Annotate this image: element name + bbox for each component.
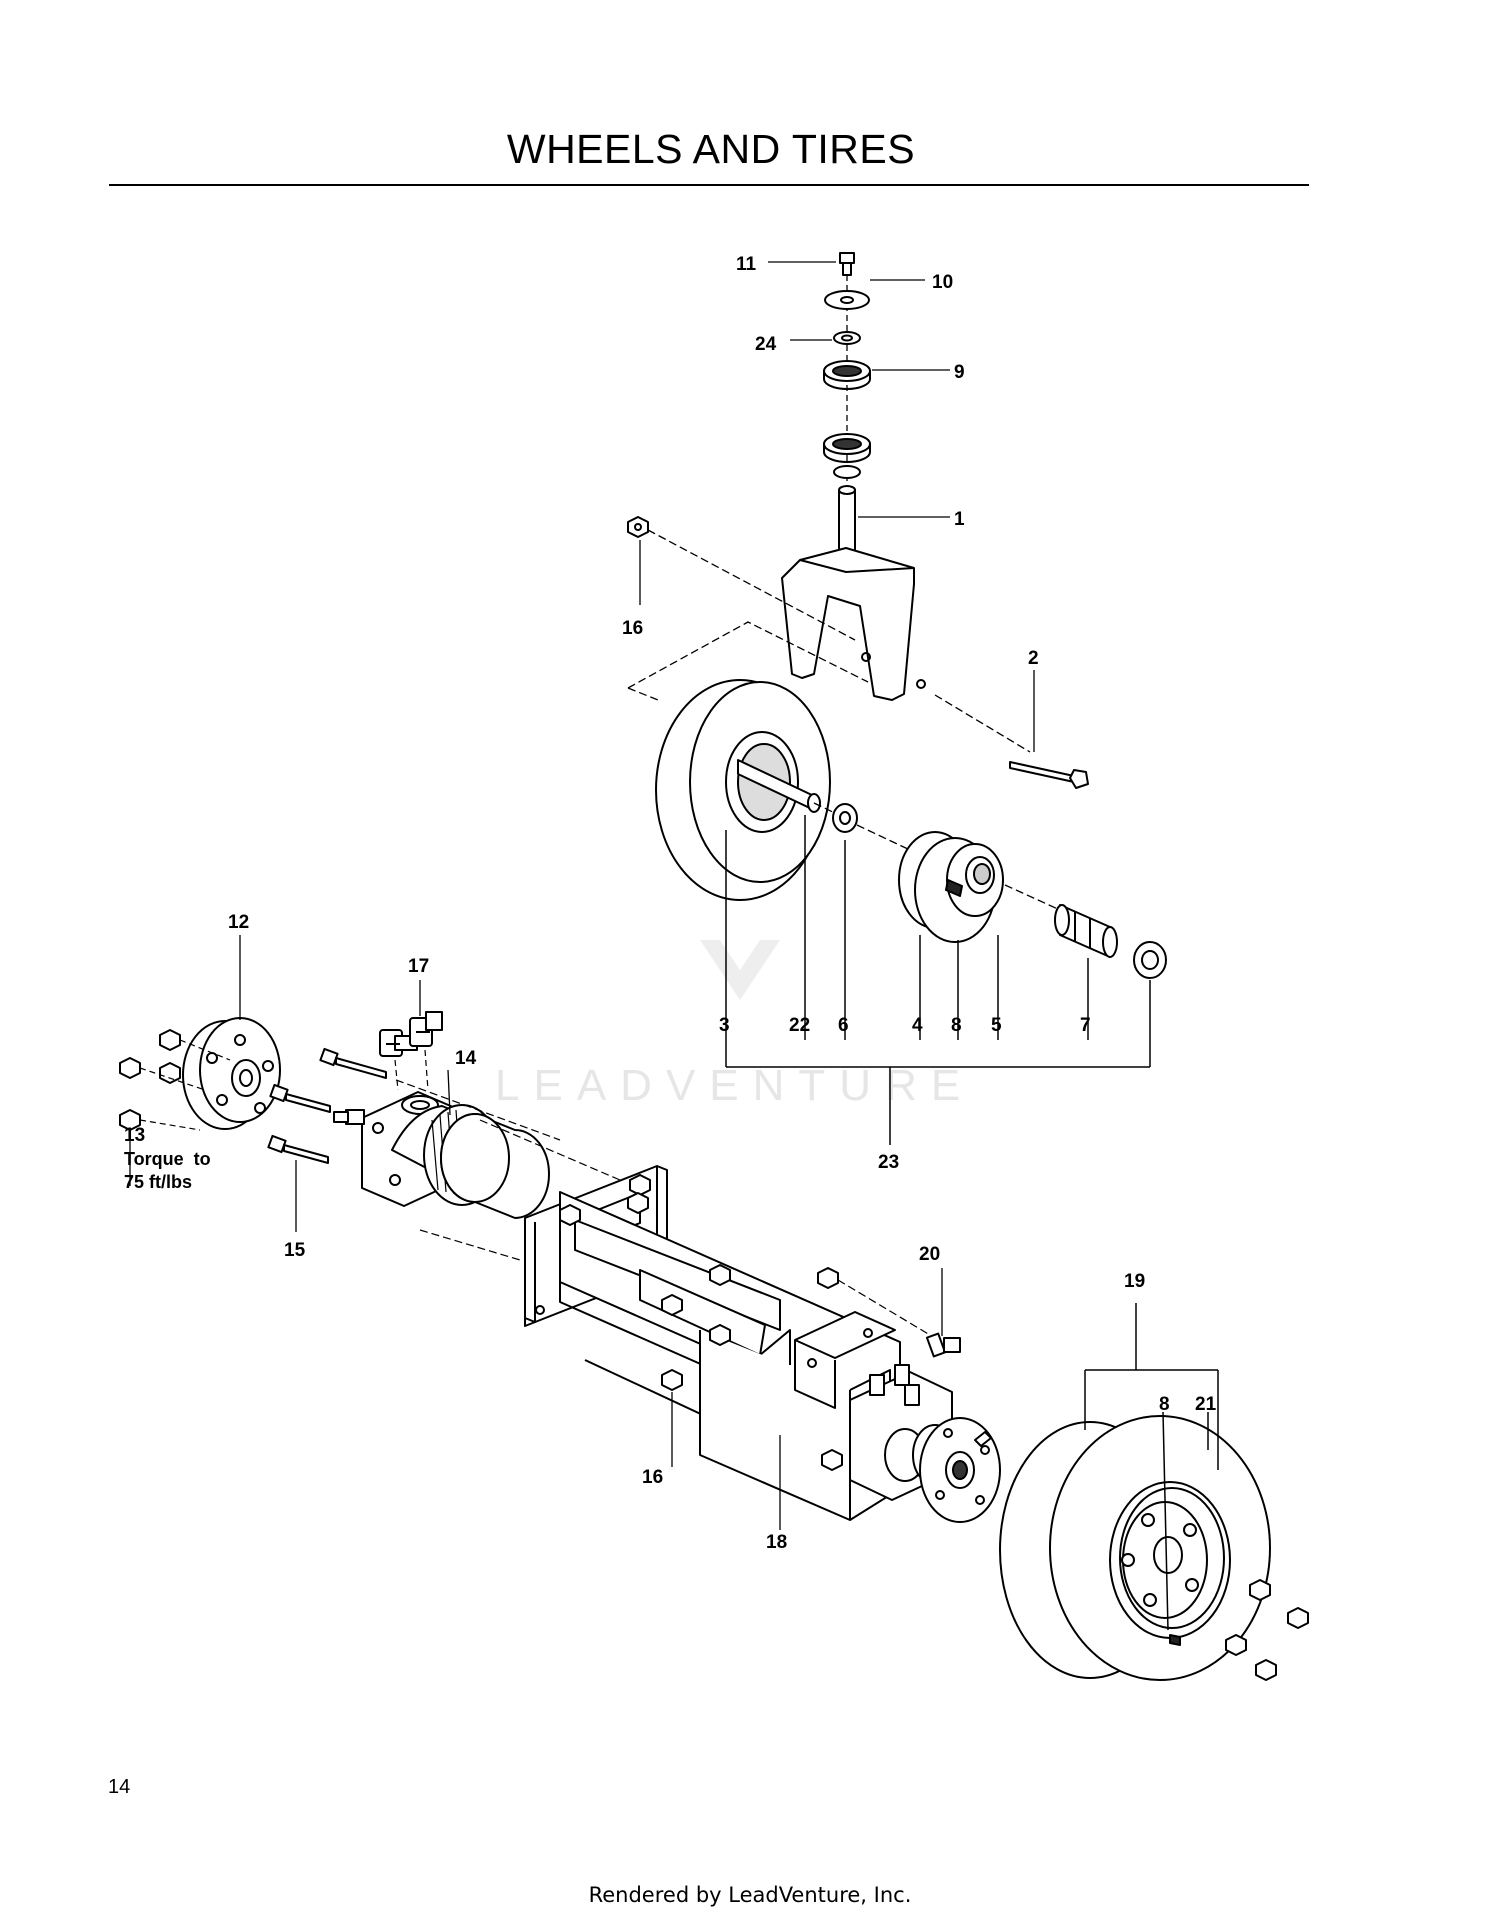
- washer-6-part: [832, 803, 858, 833]
- caster-axle-bolt-part: [1009, 761, 1089, 789]
- drive-tire-part: [999, 1415, 1271, 1681]
- wheel-motor-part: [361, 1091, 550, 1219]
- callout-labels: 11 10 24 9 1 16 2 12 17 14 3 22 6 4 8 5 …: [124, 254, 1217, 1553]
- watermark-text: LEADVENTURE: [495, 1061, 974, 1110]
- callout-19: 19: [1124, 1271, 1145, 1292]
- lug-nuts-13-part: [119, 1029, 181, 1131]
- caster-tire-part: [655, 679, 831, 901]
- callout-16-upper: 16: [622, 618, 643, 639]
- callout-12: 12: [228, 912, 249, 933]
- title-rule: [109, 184, 1309, 186]
- callout-17: 17: [408, 956, 429, 977]
- group-bracket-23: [725, 815, 1151, 1145]
- caster-bearing-sleeve-part: [1054, 904, 1167, 979]
- caster-fork-part: [781, 485, 926, 701]
- callout-6: 6: [838, 1015, 849, 1036]
- callout-8-lower: 8: [1159, 1394, 1170, 1415]
- torque-note-line1: Torque to: [124, 1149, 211, 1169]
- caster-spacer-part: [833, 331, 861, 345]
- page-title: WHEELS AND TIRES: [506, 126, 916, 172]
- nut-16-upper-part: [627, 516, 649, 538]
- leader-lines: [239, 261, 950, 1020]
- group-bracket-19: [1084, 1303, 1219, 1631]
- callout-10: 10: [932, 272, 953, 293]
- callout-16-lower: 16: [642, 1467, 663, 1488]
- frame-bracket-part: [524, 1165, 901, 1521]
- page-number: 14: [108, 1776, 131, 1798]
- wheel-hub-part: [182, 1017, 281, 1130]
- callout-5: 5: [991, 1015, 1002, 1036]
- callout-22: 22: [789, 1015, 810, 1036]
- callout-21: 21: [1195, 1394, 1217, 1415]
- caster-bolt-part: [839, 252, 855, 276]
- callout-7: 7: [1080, 1015, 1091, 1036]
- callout-8-upper: 8: [951, 1015, 962, 1036]
- caster-rim-part: [898, 831, 1004, 943]
- callout-13-label: 13: [124, 1125, 145, 1146]
- callout-3: 3: [719, 1015, 730, 1036]
- callout-4: 4: [912, 1015, 923, 1036]
- wheel-motor-right-part: [849, 1364, 1001, 1523]
- torque-note-line2: 75 ft/lbs: [124, 1172, 192, 1192]
- callout-11: 11: [736, 254, 757, 275]
- callout-9: 9: [954, 362, 965, 383]
- callout-18: 18: [766, 1532, 787, 1553]
- callout-23: 23: [878, 1152, 899, 1173]
- callout-20: 20: [919, 1244, 940, 1265]
- render-credit-footer: Rendered by LeadVenture, Inc.: [588, 1883, 912, 1907]
- callout-2: 2: [1028, 648, 1039, 669]
- hydraulic-fittings-part: [379, 1011, 443, 1057]
- callout-24: 24: [755, 334, 777, 355]
- motor-bolts-part: [267, 1047, 387, 1164]
- frame-mount-hardware-part: [817, 1267, 961, 1358]
- caster-bearing-upper-part: [823, 360, 871, 390]
- frame-nuts-part: [559, 1174, 843, 1471]
- callout-14: 14: [455, 1048, 477, 1069]
- drive-lug-nuts-part: [1225, 1579, 1309, 1681]
- caster-washer-part: [824, 290, 870, 310]
- callout-1: 1: [954, 509, 965, 530]
- callout-15: 15: [284, 1240, 306, 1261]
- caster-bearing-lower-part: [823, 433, 871, 479]
- motor-shaft-part: [333, 1109, 365, 1125]
